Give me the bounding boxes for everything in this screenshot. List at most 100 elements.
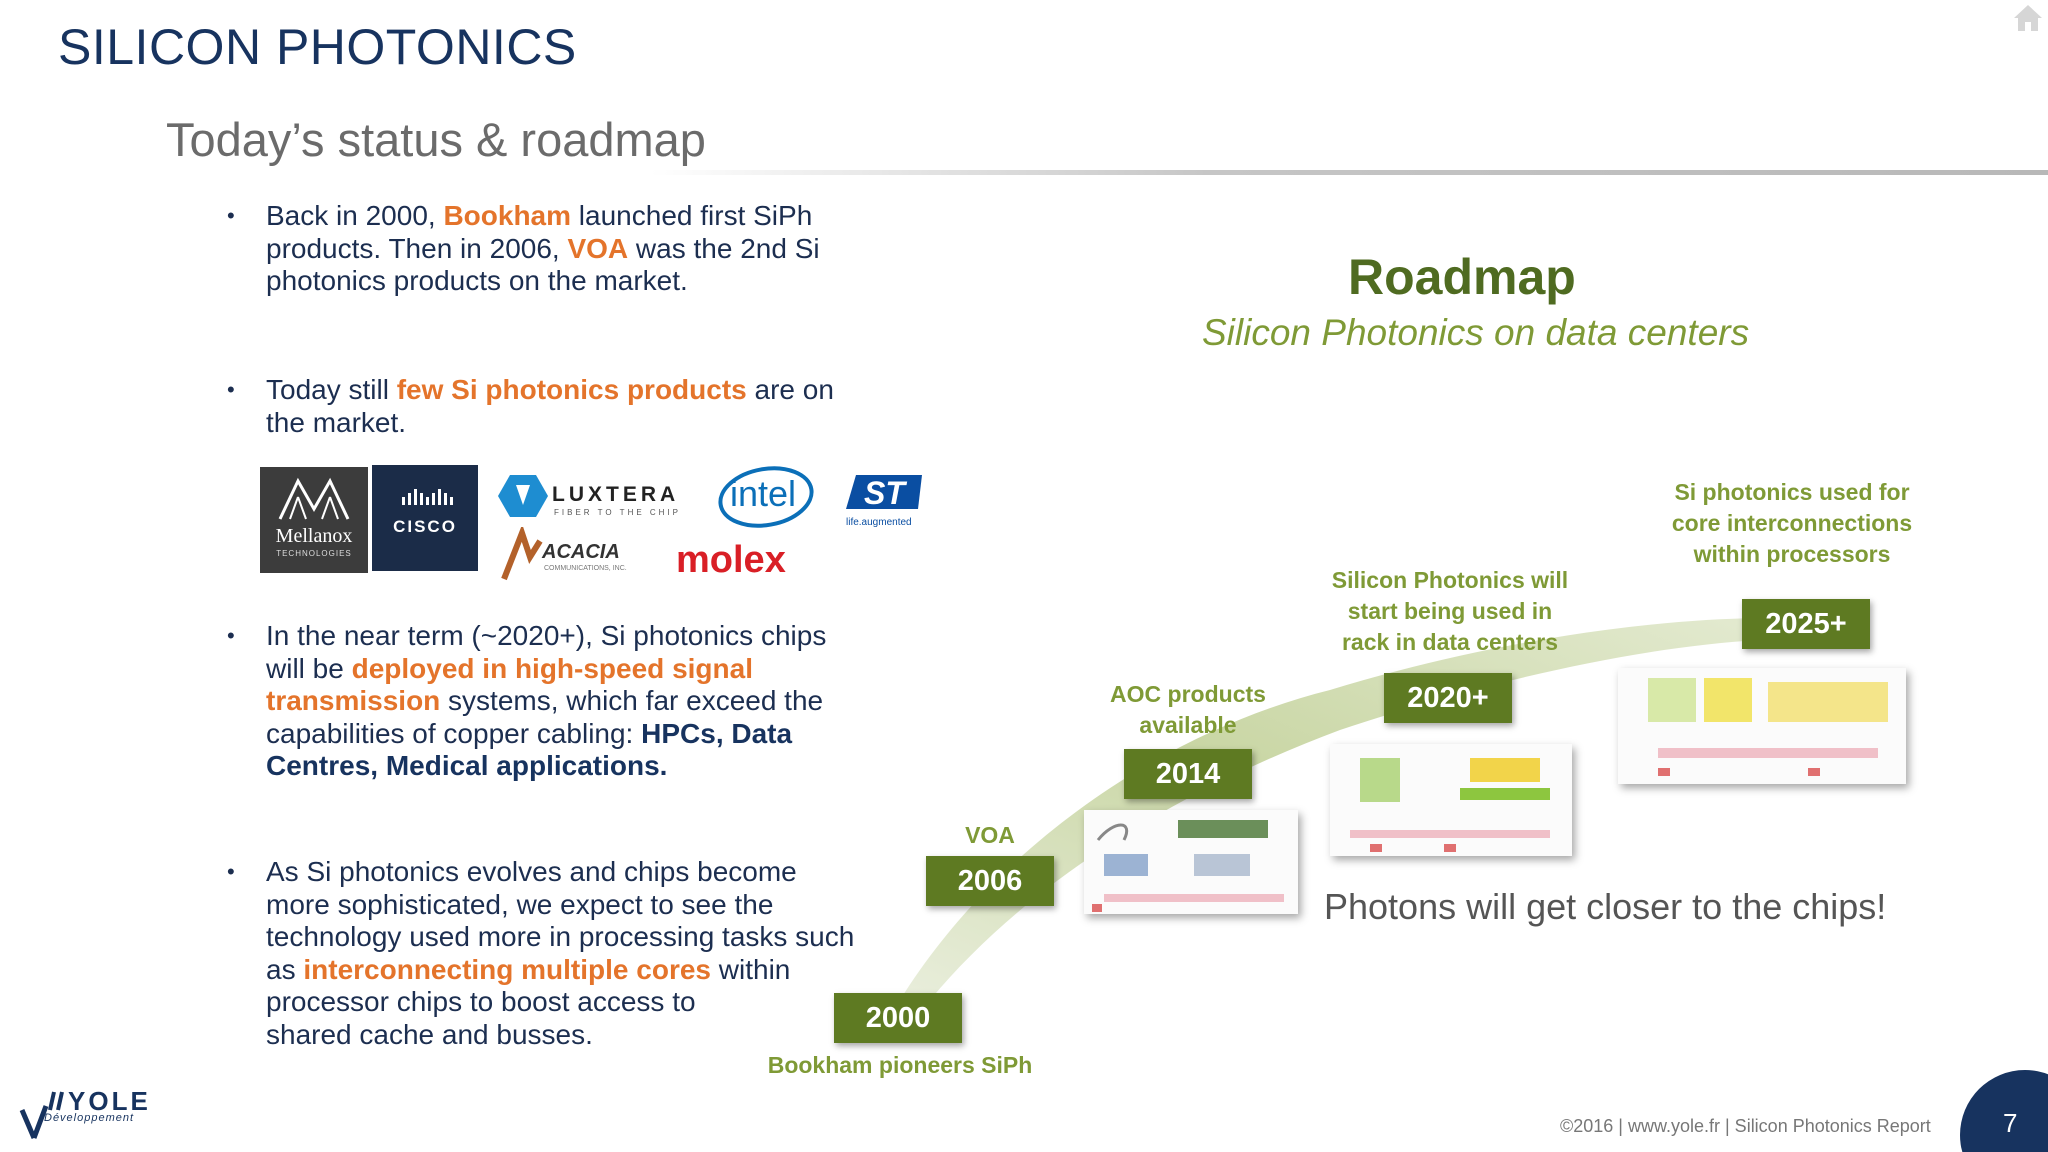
page-number: 7 <box>2003 1108 2018 1138</box>
mellanox-mark-icon <box>278 477 350 520</box>
milestone-year-2020: 2020+ <box>1384 673 1512 723</box>
milestone-year-2025: 2025+ <box>1742 599 1870 649</box>
label-line: AOC products <box>1110 681 1266 707</box>
bullet-dot: • <box>227 203 235 228</box>
aoc-products-image <box>1084 810 1298 914</box>
roadmap-tagline: Photons will get closer to the chips! <box>1324 886 1887 927</box>
processor-chip-icon <box>1648 678 1888 776</box>
milestone-label-2025: Si photonics used for core interconnecti… <box>1652 477 1932 570</box>
body-text: will be <box>266 652 352 684</box>
bullet-line: the market. <box>266 407 876 440</box>
intel-swoosh-icon <box>718 466 814 528</box>
label-line: within processors <box>1693 541 1891 567</box>
body-text: systems, which far exceed the <box>440 685 824 716</box>
label-line: Si photonics used for <box>1674 479 1910 505</box>
label-line: start being used in <box>1347 598 1553 624</box>
body-text: capabilities of copper cabling: <box>266 717 642 749</box>
slide-title: SILICON PHOTONICS <box>58 19 577 75</box>
body-text: shared cache and busses. <box>266 1018 593 1050</box>
body-text: more sophisticated, we expect to see the <box>266 888 774 920</box>
body-text: as <box>266 953 304 985</box>
luxtera-submark: FIBER TO THE CHIP <box>554 508 682 517</box>
highlighted-text: interconnecting multiple cores <box>303 953 711 985</box>
body-text: Back in 2000, <box>266 200 444 231</box>
bullet-line: will be deployed in high-speed signal <box>266 653 876 686</box>
acacia-mark-icon <box>501 524 543 581</box>
bullet-line: transmission systems, which far exceed t… <box>266 685 876 718</box>
highlighted-text: transmission <box>266 685 441 716</box>
bullet-dot: • <box>227 859 235 884</box>
home-icon[interactable] <box>2012 2 2044 34</box>
body-text: the market. <box>266 406 407 438</box>
intel-wordmark: intel <box>730 473 797 514</box>
highlighted-text: few Si photonics products <box>396 374 747 405</box>
st-logo: ST life.augmented <box>842 471 932 535</box>
bullet-line: technology used more in processing tasks… <box>266 921 876 954</box>
body-text: was the 2nd Si <box>628 232 820 264</box>
milestone-year-2000: 2000 <box>834 993 962 1043</box>
company-logos: Mellanox TECHNOLOGIES CISCO LUXTERA FIBE… <box>258 465 938 585</box>
bullet-line: processor chips to boost access to <box>266 986 876 1019</box>
acacia-submark: COMMUNICATIONS, INC. <box>544 565 627 572</box>
mellanox-logo: Mellanox TECHNOLOGIES <box>260 467 368 573</box>
label-line: core interconnections <box>1671 510 1913 536</box>
milestone-label-2020: Silicon Photonics will start being used … <box>1300 565 1600 658</box>
subtitle-divider <box>650 170 2048 175</box>
bullet-text: Back in 2000, Bookham launched first SiP… <box>266 200 876 298</box>
cisco-wordmark: CISCO <box>393 517 457 536</box>
luxtera-mark-icon <box>498 475 548 517</box>
bullet-line: Back in 2000, Bookham launched first SiP… <box>266 200 876 233</box>
bullet-line: Today still few Si photonics products ar… <box>266 374 876 407</box>
label-line: Silicon Photonics will <box>1331 567 1569 593</box>
body-text: launched first SiPh <box>571 200 813 231</box>
rack-chip-icon <box>1350 758 1550 852</box>
body-text: technology used more in processing tasks… <box>266 921 855 952</box>
bullet-line: Centres, Medical applications. <box>266 750 876 783</box>
body-text: Today still <box>266 374 397 405</box>
luxtera-logo: LUXTERA FIBER TO THE CHIP <box>498 473 718 523</box>
aoc-cable-icon <box>1092 820 1284 912</box>
footer-copyright: ©2016 | www.yole.fr | Silicon Photonics … <box>1560 1116 1931 1136</box>
bullet-line: As Si photonics evolves and chips become <box>266 856 876 889</box>
bullet-text: Today still few Si photonics products ar… <box>266 374 876 439</box>
bullet-line: more sophisticated, we expect to see the <box>266 889 876 922</box>
body-text: within <box>711 953 791 985</box>
highlighted-text: HPCs, Data <box>641 717 793 749</box>
body-text: products. Then in 2006, <box>266 232 568 264</box>
svg-text:ST: ST <box>864 475 907 511</box>
yole-wordmark: YOLE <box>68 1086 151 1116</box>
bullet-line: products. Then in 2006, VOA was the 2nd … <box>266 233 876 266</box>
bullet-line: capabilities of copper cabling: HPCs, Da… <box>266 718 876 751</box>
body-text: are on <box>746 374 834 405</box>
cisco-logo: CISCO <box>372 465 478 571</box>
luxtera-wordmark: LUXTERA <box>552 483 680 506</box>
roadmap-subtitle: Silicon Photonics on data centers <box>1202 312 1750 353</box>
mellanox-wordmark: Mellanox <box>275 525 353 547</box>
body-text: As Si photonics evolves and chips become <box>266 856 797 887</box>
intel-logo: intel <box>716 465 816 529</box>
bullet-dot: • <box>227 377 235 402</box>
bullet-text: As Si photonics evolves and chips become… <box>266 856 876 1051</box>
highlighted-text: deployed in high-speed signal <box>351 652 753 684</box>
roadmap-title: Roadmap <box>1348 249 1576 305</box>
bullet-line: photonics products on the market. <box>266 265 876 298</box>
bullet-line: shared cache and busses. <box>266 1019 876 1052</box>
acacia-wordmark: ACACIA <box>542 541 620 563</box>
milestone-label-2006: VOA <box>965 822 1015 848</box>
processor-interconnect-image <box>1618 668 1906 784</box>
cisco-bars-icon <box>402 489 453 505</box>
yole-submark: Développement <box>44 1112 135 1124</box>
body-text: photonics products on the market. <box>266 265 688 296</box>
milestone-year-2014: 2014 <box>1124 749 1252 799</box>
slide-subtitle: Today’s status & roadmap <box>166 113 706 166</box>
st-tagline: life.augmented <box>846 517 912 528</box>
body-text: In the near term (~2020+), Si photonics … <box>266 620 827 651</box>
highlighted-text: VOA <box>567 232 629 264</box>
body-text: processor chips to boost access to <box>266 986 696 1017</box>
molex-logo: molex <box>676 539 786 581</box>
label-line: available <box>1139 712 1237 738</box>
highlighted-text: Bookham <box>443 200 572 231</box>
bullet-text: In the near term (~2020+), Si photonics … <box>266 620 876 783</box>
milestone-label-2000: Bookham pioneers SiPh <box>767 1052 1033 1078</box>
